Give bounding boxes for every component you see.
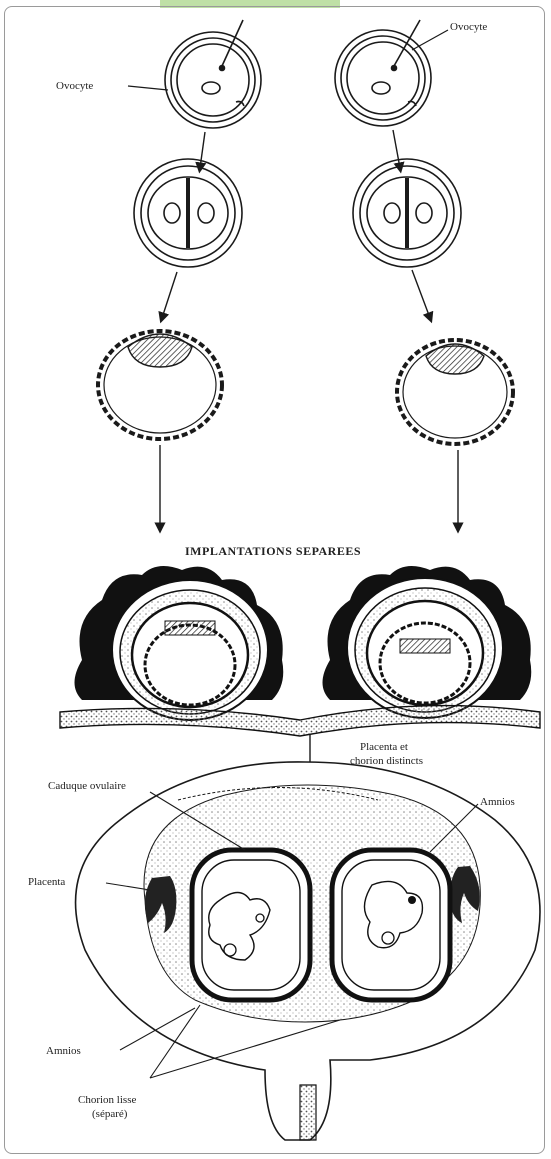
label-amnios-left: Amnios (46, 1045, 81, 1057)
implantation-right (323, 566, 532, 718)
endometrium-band (60, 706, 540, 736)
label-chorion-lisse-line2: (séparé) (92, 1108, 128, 1120)
label-placenta: Placenta (28, 876, 65, 888)
label-ovocyte-left: Ovocyte (56, 80, 93, 92)
label-caduque-ovulaire: Caduque ovulaire (48, 780, 126, 792)
label-implantations-separees: IMPLANTATIONS SEPAREES (185, 544, 361, 558)
label-ovocyte-right: Ovocyte (450, 21, 487, 33)
arrow-right-1 (393, 130, 400, 168)
implantation-left (75, 566, 284, 720)
ovocyte-left-leader (128, 86, 168, 90)
arrow-left-1 (200, 132, 205, 168)
label-placenta-chorion-line1: Placenta et (360, 741, 408, 753)
blastocyst-right (397, 340, 513, 444)
arrow-right-2 (412, 270, 430, 318)
label-amnios-right: Amnios (480, 796, 515, 808)
uterus-with-twins (76, 762, 540, 1140)
ovocyte-right-leader (412, 30, 448, 50)
oocyte-right (335, 20, 431, 126)
arrow-left-2 (162, 272, 177, 318)
blastocyst-left (98, 331, 222, 439)
two-cell-embryo-right (353, 159, 461, 267)
oocyte-left (165, 20, 261, 128)
two-cell-embryo-left (134, 159, 242, 267)
label-chorion-lisse-line1: Chorion lisse (78, 1094, 136, 1106)
